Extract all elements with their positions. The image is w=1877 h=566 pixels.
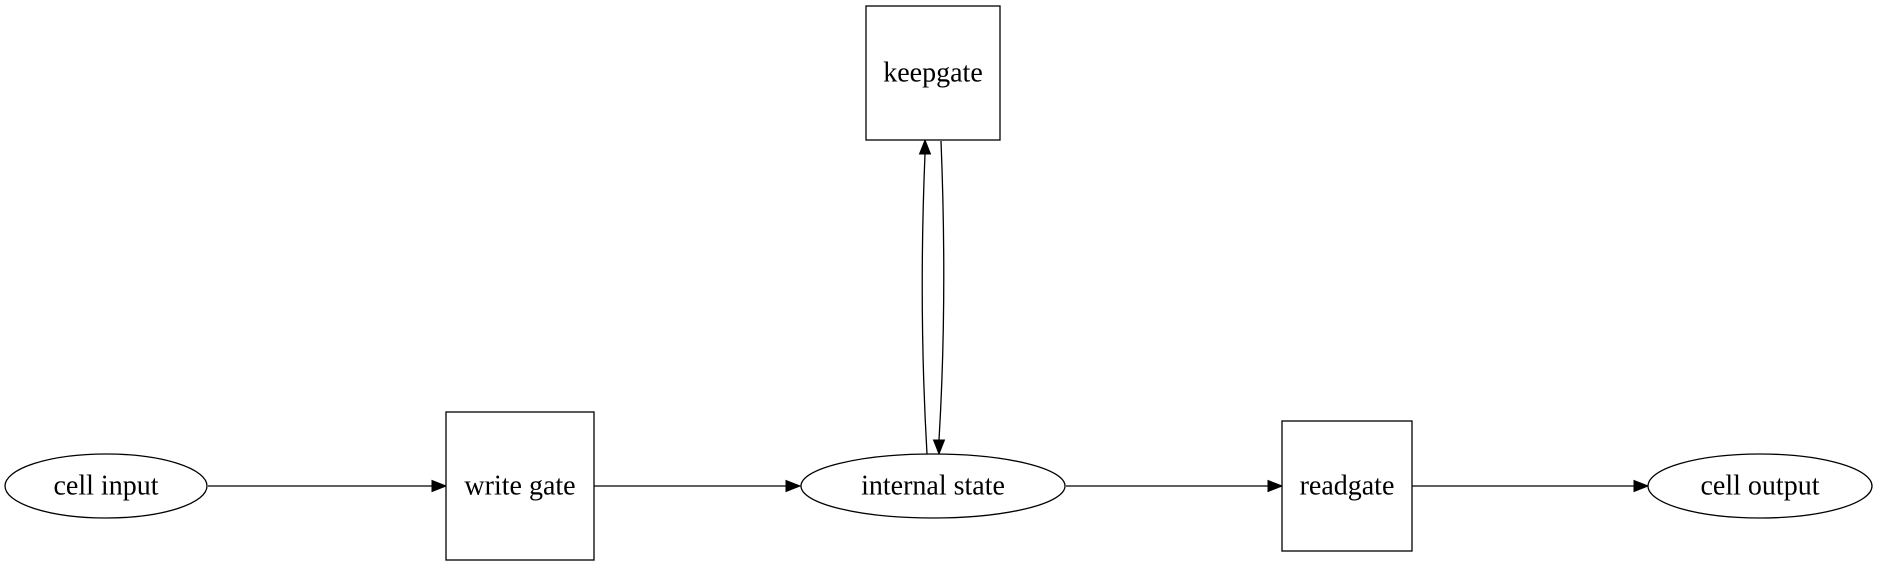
node-write-gate: write gate	[445, 411, 595, 561]
edge-write-gate-to-internal-state	[594, 479, 802, 493]
node-label: internal state	[861, 471, 1005, 502]
edges	[208, 138, 1650, 493]
node-label: write gate	[464, 471, 575, 502]
edge-cell-input-to-write-gate	[208, 479, 448, 493]
edge-internal-state-to-keepgate	[918, 138, 932, 455]
node-cell-output: cell output	[1647, 453, 1873, 519]
node-label: cell input	[54, 471, 159, 502]
node-cell-input: cell input	[4, 453, 208, 519]
edge-internal-state-to-readgate	[1066, 479, 1284, 493]
node-readgate: readgate	[1281, 420, 1413, 552]
node-label: readgate	[1300, 471, 1395, 502]
node-keepgate: keepgate	[865, 5, 1001, 141]
node-internal-state: internal state	[800, 453, 1066, 519]
edge-keepgate-to-internal-state	[932, 140, 946, 456]
node-label: cell output	[1701, 471, 1820, 502]
node-label: keepgate	[883, 58, 983, 89]
edge-readgate-to-cell-output	[1412, 479, 1650, 493]
